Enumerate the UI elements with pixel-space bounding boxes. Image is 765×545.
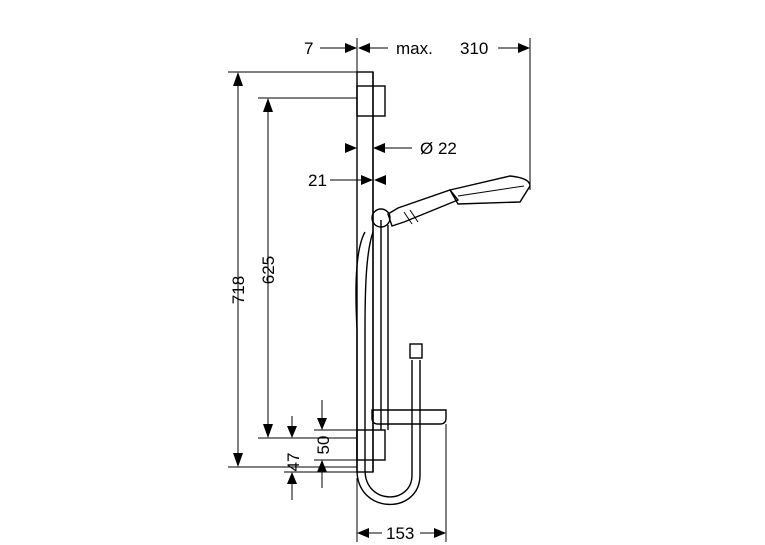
bar-diameter-label: Ø 22 xyxy=(420,139,457,158)
dimension-bottom-width: 153 xyxy=(356,424,447,543)
bottom-wall-bracket xyxy=(356,429,386,461)
total-height-label: 718 xyxy=(229,276,248,304)
wall-offset-label: 7 xyxy=(304,39,313,58)
shower-hose xyxy=(355,231,423,506)
top-wall-bracket xyxy=(356,85,386,117)
max-projection-label: 310 xyxy=(460,39,488,58)
dimension-soap-dish-height: 50 xyxy=(314,400,357,488)
dimension-max-projection: max. 310 xyxy=(396,38,531,190)
bottom-bracket-height-label: 47 xyxy=(284,453,303,472)
dimension-wall-offset: 7 xyxy=(304,38,388,72)
dimension-holder-offset: 21 xyxy=(308,171,386,196)
dimension-bar-diameter: Ø 22 xyxy=(345,139,457,160)
dimension-rail-length: 625 xyxy=(258,97,357,439)
soap-dish-height-label: 50 xyxy=(314,436,333,455)
hand-shower xyxy=(371,175,531,228)
max-label: max. xyxy=(396,39,433,58)
bottom-width-label: 153 xyxy=(386,524,414,543)
holder-offset-label: 21 xyxy=(308,171,327,190)
slide-bar xyxy=(380,220,389,430)
rail-length-label: 625 xyxy=(259,256,278,284)
dimension-bottom-bracket-height: 47 xyxy=(284,416,357,500)
dimension-total-height: 718 xyxy=(228,71,357,468)
soap-dish xyxy=(371,409,447,425)
